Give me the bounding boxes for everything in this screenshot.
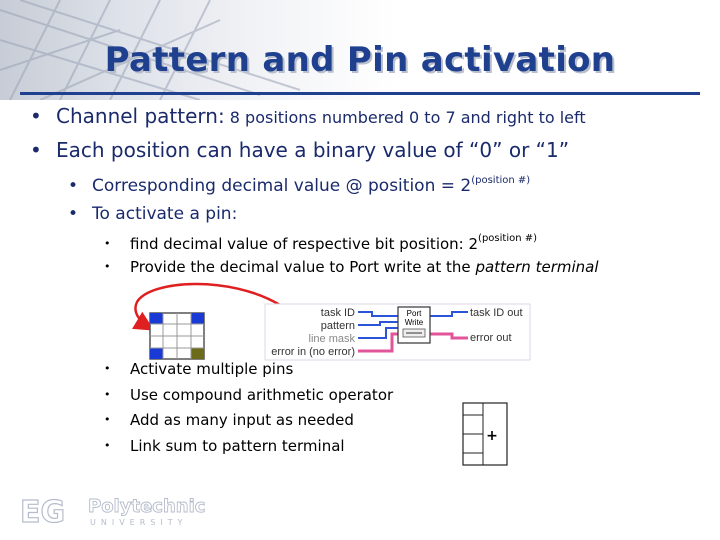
red-arrow: [131, 282, 281, 331]
bullet-text-small: 8 positions numbered 0 to 7 and right to…: [224, 108, 586, 127]
bullet-activate-pin: • To activate a pin:: [68, 204, 237, 224]
bullet-text: Corresponding decimal value @ position =…: [92, 176, 472, 196]
bullet-dot: •: [68, 176, 79, 196]
bullet-add-inputs: • Add as many input as needed: [104, 411, 354, 429]
bullet-text: Channel pattern:: [56, 104, 225, 128]
bullet-text: Link sum to pattern terminal: [130, 437, 345, 455]
error-out-wire: [430, 332, 468, 340]
bullet-text: To activate a pin:: [92, 204, 238, 224]
bullet-link-sum: • Link sum to pattern terminal: [104, 437, 345, 455]
bullet-text: find decimal value of respective bit pos…: [130, 235, 479, 253]
bullet-superscript: (position #): [471, 175, 531, 186]
input-label-task-id: task ID: [321, 307, 355, 319]
bullet-text-italic: pattern terminal: [475, 258, 599, 276]
bullet-dot: •: [104, 439, 111, 452]
bullet-dot: •: [104, 260, 111, 273]
bullet-find-decimal: • find decimal value of respective bit po…: [104, 233, 537, 253]
input-label-line-mask: line mask: [309, 333, 356, 345]
bullet-dot: •: [104, 413, 111, 426]
task-id-wire: [358, 311, 398, 317]
bullet-text: Activate multiple pins: [130, 360, 294, 378]
error-in-wire: [358, 332, 398, 353]
eg-polytechnic-logo: EG Polytechnic UNIVERSITY: [19, 494, 205, 528]
logo-name: Polytechnic: [88, 496, 205, 517]
bullet-dot: •: [104, 388, 111, 401]
bullet-provide-decimal: • Provide the decimal value to Port write…: [104, 258, 599, 276]
logo-sub: UNIVERSITY: [90, 518, 188, 527]
bullet-text: Use compound arithmetic operator: [130, 386, 394, 404]
bullet-text: Provide the decimal value to Port write …: [130, 258, 476, 276]
pattern-constant-grid[interactable]: [149, 312, 205, 360]
bullet-text: Each position can have a binary value of…: [56, 138, 570, 162]
bullet-text: Add as many input as needed: [130, 411, 354, 429]
bullet-superscript: (position #): [478, 233, 538, 244]
task-id-out-wire: [430, 311, 468, 317]
header-background: [0, 0, 720, 100]
line-mask-wire: [358, 327, 398, 339]
input-label-pattern: pattern: [321, 320, 355, 332]
output-label-task-id-out: task ID out: [470, 307, 523, 319]
bullet-dot: •: [104, 237, 111, 250]
title-underline: [20, 92, 700, 95]
input-label-error-in: error in (no error): [271, 346, 355, 358]
output-label-error-out: error out: [470, 332, 512, 344]
bullet-dot: •: [30, 138, 42, 162]
building-lattice-decoration: [0, 0, 301, 100]
bullet-dot: •: [30, 104, 42, 128]
bullet-compound-operator: • Use compound arithmetic operator: [104, 386, 393, 404]
pattern-wire: [358, 321, 398, 326]
compound-arithmetic-node[interactable]: +: [462, 402, 508, 466]
bullet-dot: •: [104, 362, 111, 375]
bullet-dot: •: [68, 204, 79, 224]
port-write-node[interactable]: Port Write: [397, 306, 431, 344]
bullet-activate-multiple: • Activate multiple pins: [104, 360, 293, 378]
bullet-channel-pattern: • Channel pattern: 8 positions numbered 0…: [30, 104, 586, 128]
bullet-decimal-value: • Corresponding decimal value @ position …: [68, 175, 530, 196]
slide-title: Pattern and Pin activation: [104, 40, 616, 80]
logo-mark: EG: [20, 495, 65, 528]
plus-operator: +: [486, 428, 498, 444]
port-write-title-1: Port: [407, 309, 422, 318]
bullet-binary-value: • Each position can have a binary value o…: [30, 138, 569, 162]
port-write-title-2: Write: [405, 318, 424, 327]
